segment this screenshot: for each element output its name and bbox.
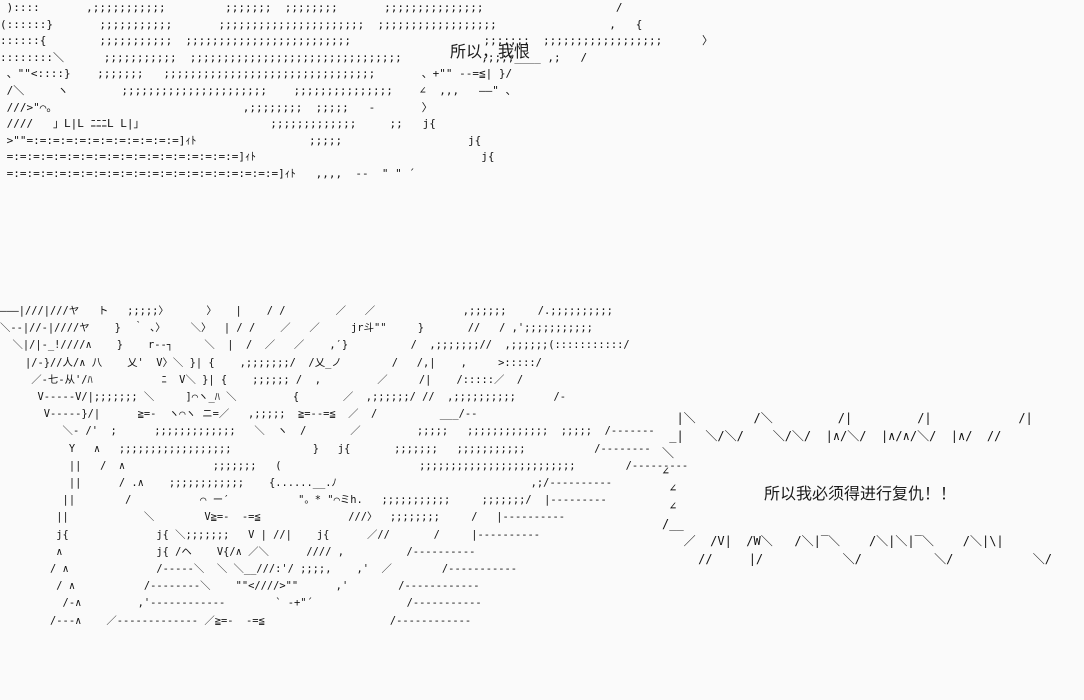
ascii-art-top-scene: ):::: ,;;;;;;;;;;; ;;;;;;; ;;;;;;;; ;;;;… (0, 1, 713, 180)
caption-top: 所以，我恨 (450, 42, 531, 61)
ascii-art-character-closeup: ―――|///|///ヤ ト ;;;;;〉 〉 | / / ／ ／ ,;;;;;… (0, 305, 689, 627)
speech-bubble-spiky-outline: |＼ /＼ /| /| /| / _| ＼/＼/ ＼/＼/ |∧/＼/ |∧/∧… (662, 411, 1053, 566)
speech-bubble-text: 所以我必须得进行复仇！！ (764, 484, 957, 503)
